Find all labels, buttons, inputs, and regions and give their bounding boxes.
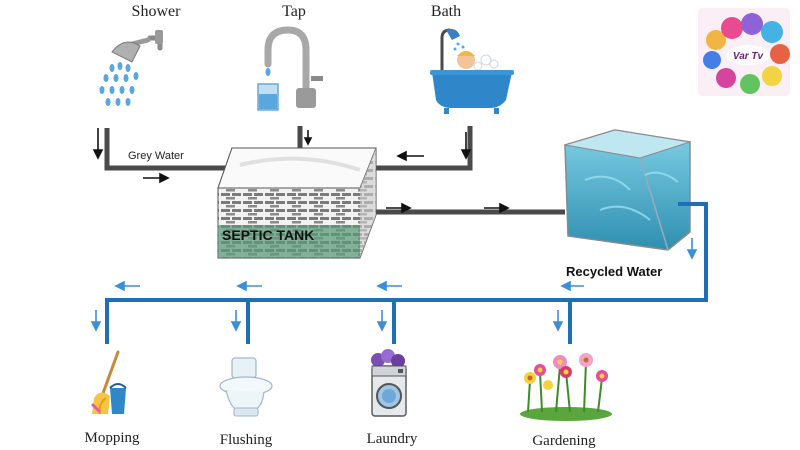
shower-label: Shower xyxy=(132,3,182,20)
shower-icon xyxy=(99,30,163,106)
bath-icon xyxy=(430,28,514,114)
mop-bucket-icon xyxy=(90,350,127,415)
flowers-icon xyxy=(520,353,612,421)
grey-flow-arrows xyxy=(92,128,510,214)
mopping-label: Mopping xyxy=(84,430,140,446)
brand-logo xyxy=(698,8,790,96)
laundry-label: Laundry xyxy=(367,431,418,447)
gardening-label: Gardening xyxy=(532,433,596,449)
recycled-flow-arrows xyxy=(90,238,698,332)
washing-machine-icon xyxy=(371,349,407,417)
septic-tank-label: SEPTIC TANK xyxy=(222,227,314,243)
brand-logo-text: Var Tv xyxy=(733,51,765,62)
bath-label: Bath xyxy=(431,3,461,20)
recycled-water-pipes xyxy=(105,202,708,344)
toilet-icon xyxy=(219,357,273,417)
tap-icon xyxy=(257,26,323,111)
tap-label: Tap xyxy=(282,3,306,20)
flushing-label: Flushing xyxy=(220,432,273,448)
grey-water-label: Grey Water xyxy=(128,150,184,162)
recycled-water-tank xyxy=(564,129,691,251)
septic-tank xyxy=(217,147,377,259)
recycled-water-label: Recycled Water xyxy=(566,264,662,279)
